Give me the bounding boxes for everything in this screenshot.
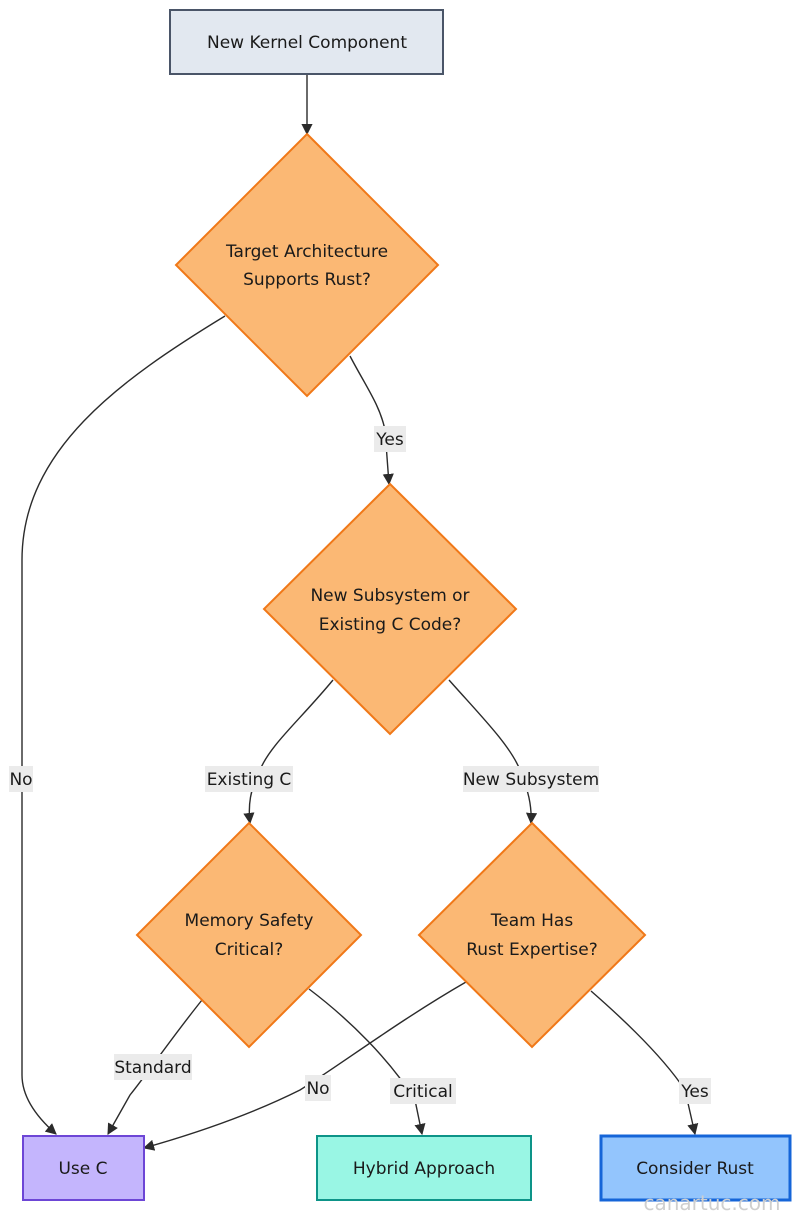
edge-label-team-no: No [305, 1075, 331, 1101]
edge-team-use-c [142, 981, 467, 1151]
svg-text:Hybrid Approach: Hybrid Approach [353, 1159, 495, 1179]
svg-text:No: No [306, 1079, 329, 1099]
edge-team-rust [590, 990, 699, 1136]
edge-label-arch-yes: Yes [374, 426, 406, 452]
svg-text:New Subsystem: New Subsystem [463, 770, 599, 790]
svg-text:Consider Rust: Consider Rust [636, 1159, 754, 1179]
edge-label-new-subsystem: New Subsystem [463, 766, 599, 792]
edge-subsystem-team [448, 679, 538, 825]
node-hybrid-approach: Hybrid Approach [316, 1135, 532, 1201]
node-target-architecture: Target Architecture Supports Rust? [174, 132, 440, 398]
svg-text:New Subsystem or: New Subsystem or [310, 586, 469, 606]
svg-text:Target Architecture: Target Architecture [225, 242, 388, 262]
svg-text:Team Has: Team Has [490, 911, 574, 931]
svg-text:No: No [9, 770, 32, 790]
edge-label-arch-no: No [9, 766, 33, 792]
node-use-c: Use C [22, 1135, 145, 1201]
svg-text:Existing C Code?: Existing C Code? [319, 615, 462, 635]
svg-text:Existing C: Existing C [207, 770, 292, 790]
svg-text:Yes: Yes [680, 1082, 709, 1102]
edge-arch-use-c [21, 315, 226, 1135]
node-new-subsystem-or-existing: New Subsystem or Existing C Code? [262, 482, 518, 736]
watermark: canartuc.com [644, 1191, 781, 1215]
svg-text:Critical?: Critical? [215, 940, 283, 960]
node-consider-rust: Consider Rust [599, 1134, 792, 1202]
node-memory-safety: Memory Safety Critical? [135, 821, 363, 1049]
svg-text:Memory Safety: Memory Safety [185, 911, 314, 931]
node-new-kernel-component: New Kernel Component [169, 9, 444, 75]
svg-text:Supports Rust?: Supports Rust? [243, 270, 371, 290]
edge-subsystem-memory [243, 679, 334, 825]
edge-memory-hybrid [308, 988, 426, 1136]
svg-text:Yes: Yes [375, 430, 404, 450]
edge-label-team-yes: Yes [679, 1078, 711, 1104]
svg-text:Critical: Critical [393, 1082, 452, 1102]
node-team-rust-expertise: Team Has Rust Expertise? [417, 821, 647, 1049]
edge-label-standard: Standard [114, 1054, 192, 1080]
svg-text:Standard: Standard [114, 1058, 191, 1078]
svg-text:Rust Expertise?: Rust Expertise? [466, 940, 598, 960]
edge-arch-subsystem [349, 355, 394, 486]
svg-text:Use C: Use C [58, 1159, 107, 1179]
edge-label-existing-c: Existing C [205, 766, 293, 792]
edge-label-critical: Critical [390, 1078, 456, 1104]
svg-text:New Kernel Component: New Kernel Component [207, 33, 407, 53]
